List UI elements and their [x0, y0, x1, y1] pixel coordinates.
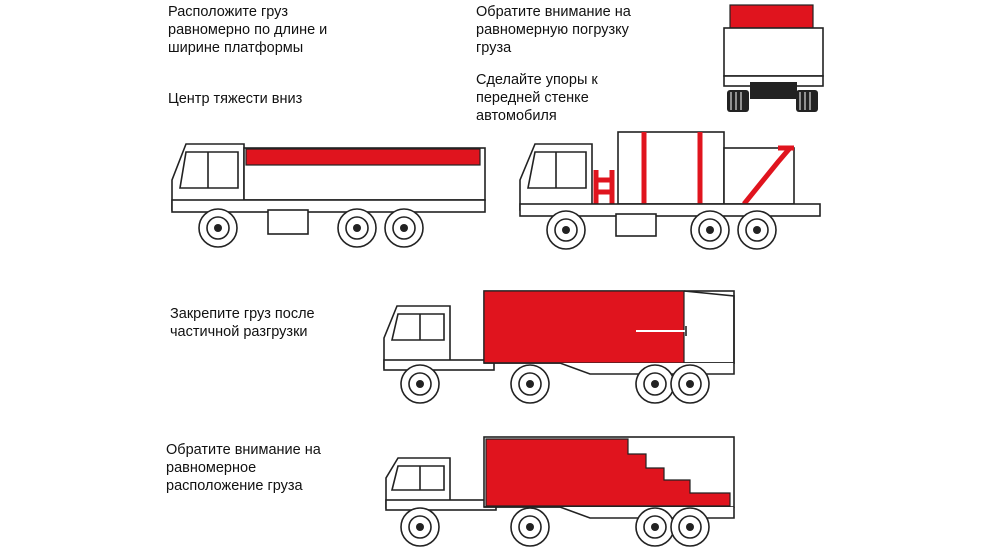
- caption-load-evenly: Расположите груз равномерно по длине и ш…: [168, 4, 328, 56]
- semi-trailer-stepped-cargo: [385, 436, 735, 547]
- partial-cargo: [483, 290, 685, 364]
- stepped-cargo: [485, 438, 731, 507]
- caption-center-of-gravity: Центр тяжести вниз: [168, 91, 303, 107]
- caption-stops: Сделайте упоры к передней стенке автомоб…: [476, 72, 598, 124]
- truck-cargo-with-stops: [519, 131, 821, 250]
- semi-trailer-partial-unload: [383, 290, 735, 404]
- caption-even-loading: Обратите внимание на равномерную погрузк…: [476, 4, 631, 56]
- truck-flatbed-low-cargo: [171, 143, 486, 248]
- rear-cargo: [729, 4, 814, 32]
- truck-rear-view: [723, 4, 824, 112]
- caption-secure-after-unload: Закрепите груз после частичной разгрузки: [170, 306, 315, 340]
- caption-even-distribution: Обратите внимание на равномерное располо…: [166, 442, 321, 494]
- flat-cargo: [245, 148, 481, 166]
